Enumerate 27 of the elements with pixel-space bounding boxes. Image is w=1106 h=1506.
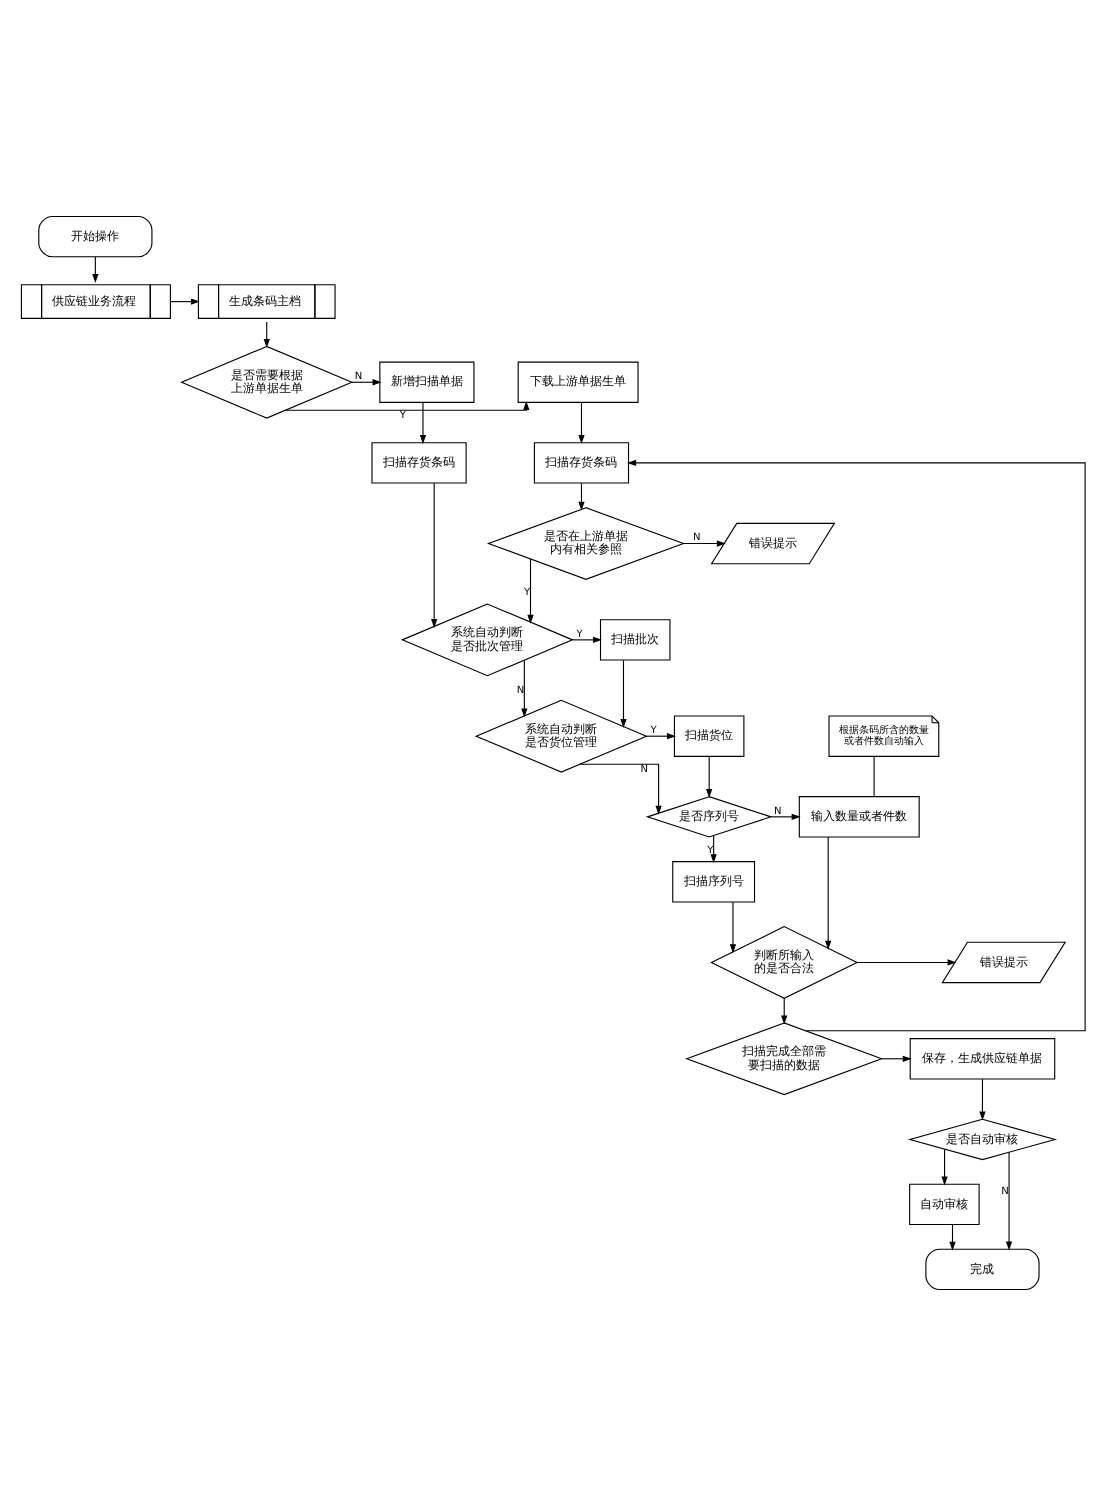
arrow — [683, 540, 726, 547]
arrow — [941, 1149, 948, 1186]
arrow — [571, 636, 602, 643]
arrow — [620, 659, 627, 729]
arrow — [579, 763, 662, 815]
arrow — [169, 298, 200, 305]
arrow — [979, 1078, 986, 1121]
arrow — [1005, 1151, 1013, 1251]
arrow — [527, 558, 534, 624]
arrow — [578, 482, 585, 511]
arrow — [706, 756, 713, 798]
arrow — [284, 400, 530, 411]
arrow — [781, 997, 788, 1025]
arrow — [627, 459, 1086, 1032]
arrow — [825, 836, 832, 950]
arrow — [521, 659, 528, 718]
arrow — [419, 402, 427, 444]
arrow — [770, 813, 801, 820]
connector — [873, 756, 875, 797]
arrow — [351, 379, 382, 386]
arrow — [431, 482, 438, 629]
arrow — [729, 901, 737, 954]
arrow — [578, 402, 585, 444]
arrow — [710, 835, 717, 864]
arrow — [881, 1055, 912, 1062]
arrow — [645, 733, 676, 740]
arrow — [856, 959, 957, 966]
